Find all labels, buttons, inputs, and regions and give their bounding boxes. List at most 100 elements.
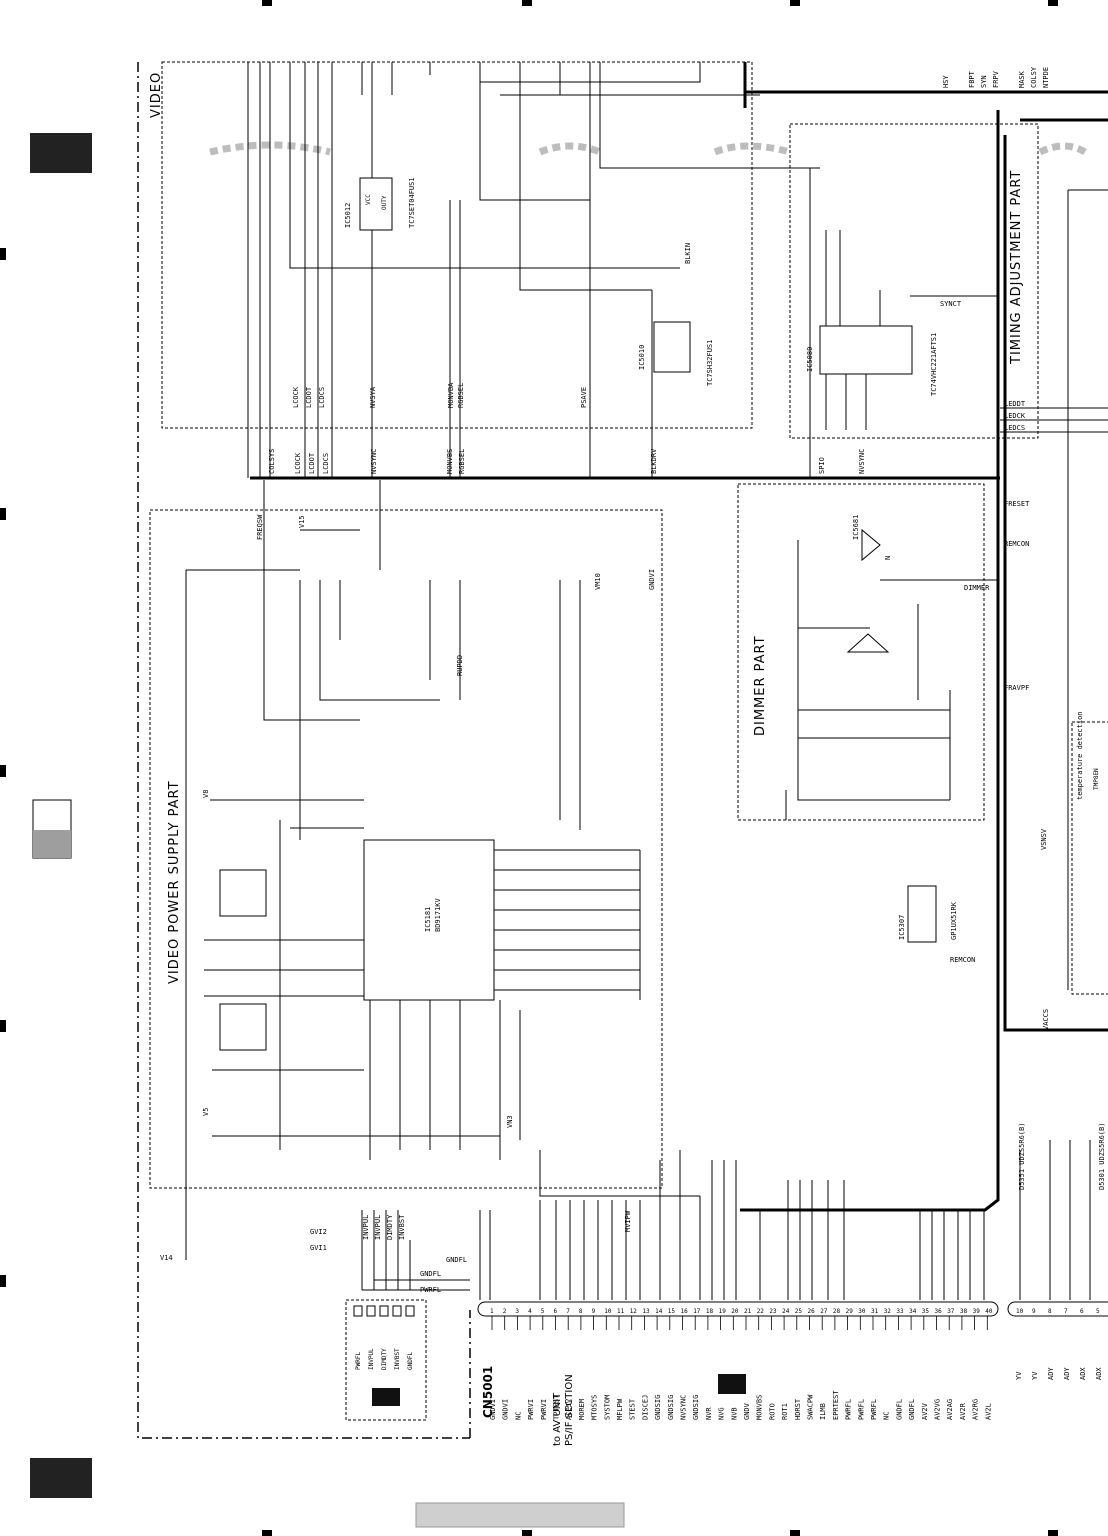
right-pin-label: YV — [1031, 1371, 1039, 1380]
ic5012-pin-vcc: VCC — [365, 194, 372, 205]
cn5001-pin-label: GNDV — [743, 1402, 751, 1420]
footer-bar — [415, 1502, 625, 1528]
bus-right-2 — [1003, 135, 1108, 1032]
power-block — [149, 509, 663, 1189]
svg-text:BLKIN: BLKIN — [684, 243, 692, 264]
shield-marker-1 — [209, 141, 331, 156]
cn5001-pin-number: 7 — [566, 1308, 570, 1315]
cn5001-pin-number: 6 — [554, 1308, 558, 1315]
cn5001-pin-label: PWRVI — [527, 1399, 535, 1420]
svg-text:BLKDRV: BLKDRV — [650, 448, 658, 474]
cn5001-pin-number: 35 — [922, 1308, 930, 1315]
cn5001-pin-number: 5 — [541, 1308, 545, 1315]
cn5001-pin-number: 17 — [693, 1308, 701, 1315]
svg-text:LCDOT: LCDOT — [308, 452, 316, 474]
cn5001-pin-label: GNDVI — [502, 1399, 510, 1420]
right-pin-label: ADY — [1063, 1367, 1071, 1380]
cn5001-pin-label: ACC5V — [565, 1398, 573, 1420]
cn5001-pin-number: 4 — [528, 1308, 532, 1315]
cn5001-pin-number: 28 — [833, 1308, 841, 1315]
marker-box-left — [372, 1388, 400, 1406]
harness-labels-left: INVPUL INVPUL DIMDTY INVBST GNDFL PWRFL … — [362, 1214, 467, 1294]
section-video: VIDEO — [149, 72, 164, 118]
cn5001-pin-label: NVR — [705, 1407, 713, 1420]
svg-text:FBPT: FBPT — [968, 70, 976, 88]
svg-text:VN3: VN3 — [506, 1115, 514, 1128]
svg-text:V14: V14 — [160, 1254, 173, 1262]
top-signal-labels: LCOCK LCDOT LCDCS NVSYA MONVBA RGBSEL PS… — [268, 243, 962, 474]
cn5001-pin-label: GNDSIG — [692, 1395, 700, 1420]
svg-text:LCOCK: LCOCK — [292, 386, 300, 408]
svg-text:HSY: HSY — [942, 75, 950, 88]
cn5001-pin-label: PWRFL — [857, 1399, 865, 1420]
svg-text:SYNCT: SYNCT — [940, 300, 962, 308]
cn5001-pin-label: NVG — [718, 1407, 726, 1420]
cn5001-pin-number: 36 — [935, 1308, 943, 1315]
ic5010-part: TC7SH32FUS1 — [706, 340, 714, 386]
cn5001-pin-label: NVSYNC — [680, 1395, 688, 1420]
ic5012 — [359, 177, 393, 231]
cn5001-pin-label: ROTO — [768, 1403, 776, 1420]
cn5001-pin-number: 30 — [858, 1308, 866, 1315]
cn5001-pin-label: SWACPW — [807, 1394, 815, 1420]
svg-text:FRPV: FRPV — [992, 70, 1000, 88]
svg-text:LEDCS: LEDCS — [1004, 424, 1025, 432]
cn5001-pin-label: DISCEJ — [641, 1395, 649, 1420]
side-tab-bottom — [30, 1458, 92, 1498]
q5200 — [219, 869, 267, 917]
bl-pin-box — [379, 1305, 389, 1317]
svg-text:LCDOT: LCDOT — [305, 386, 313, 408]
cn5001-pin-number: 20 — [731, 1308, 739, 1315]
ic5012-part: TC7SET04FUS1 — [408, 177, 416, 228]
cn5001-pin-number: 9 — [592, 1308, 596, 1315]
bl-pin-box — [366, 1305, 376, 1317]
svg-text:NVSYNC: NVSYNC — [370, 449, 378, 474]
bottom-left-connector — [345, 1299, 427, 1421]
right-pin-number: 5 — [1096, 1308, 1100, 1315]
bl-pin-label: GNDFL — [407, 1352, 414, 1370]
ic5010 — [653, 321, 691, 373]
cn5001-ref: CN5001 — [481, 1366, 495, 1418]
opamp-ic5681-b — [846, 633, 890, 653]
bl-pin-label: INVBST — [394, 1348, 401, 1370]
cn5001-pin-number: 38 — [960, 1308, 968, 1315]
d5301-label: D5301 UDZS5R6(B) — [1098, 1123, 1106, 1190]
cn5001-pin-number: 18 — [706, 1308, 714, 1315]
temp-block — [1071, 721, 1108, 995]
right-pin-label: ADX — [1079, 1367, 1087, 1380]
ic5080 — [819, 325, 913, 375]
svg-text:NTPDE: NTPDE — [1042, 67, 1050, 88]
cn5001-pin-label: MFLPW — [616, 1398, 624, 1420]
dimmer-lines — [785, 540, 998, 820]
cn5001-pin-number: 32 — [884, 1308, 892, 1315]
svg-text:RUPDD: RUPDD — [456, 655, 464, 676]
svg-text:V15: V15 — [298, 515, 306, 528]
svg-text:REMCON: REMCON — [950, 956, 975, 964]
cn5001-pin-number: 3 — [515, 1308, 519, 1315]
power-net-labels: V15 V8 V5 V14 VM10 VN3 GNDVI RUPDD FREQS… — [160, 514, 656, 1262]
bl-pin-label: INVPUL — [368, 1348, 375, 1370]
power-lines — [185, 480, 701, 1300]
ic5681-ref: IC5681 — [852, 515, 860, 540]
svg-text:LCDCS: LCDCS — [322, 453, 330, 474]
right-pin-number: 8 — [1048, 1308, 1052, 1315]
cn5001-pin-label: AV2L — [984, 1403, 992, 1420]
svg-text:MONVBA: MONVBA — [447, 382, 455, 408]
cn5001-pin-label: TPTEST — [553, 1394, 561, 1420]
cn5001-dest: to AV UNIT — [552, 1392, 563, 1446]
cn5001-pin-number: 8 — [579, 1308, 583, 1315]
cn5001-pin-label: PWRFL — [870, 1399, 878, 1420]
cn5001-pin-label: MTOSYS — [591, 1395, 599, 1420]
cn5001-pin-label: AV2RG — [972, 1399, 980, 1420]
right-pin-label: ADY — [1047, 1367, 1055, 1380]
q5210 — [219, 1003, 267, 1051]
ic5181-part: BD9171KV — [434, 897, 442, 932]
cn5001-pin-number: 23 — [769, 1308, 777, 1315]
cn5001-pin-number: 26 — [808, 1308, 816, 1315]
svg-text:MONVBS: MONVBS — [446, 449, 454, 474]
section-dimmer: DIMMER PART — [753, 635, 768, 736]
dimmer-block — [737, 483, 985, 821]
section-power: VIDEO POWER SUPPLY PART — [167, 780, 182, 984]
